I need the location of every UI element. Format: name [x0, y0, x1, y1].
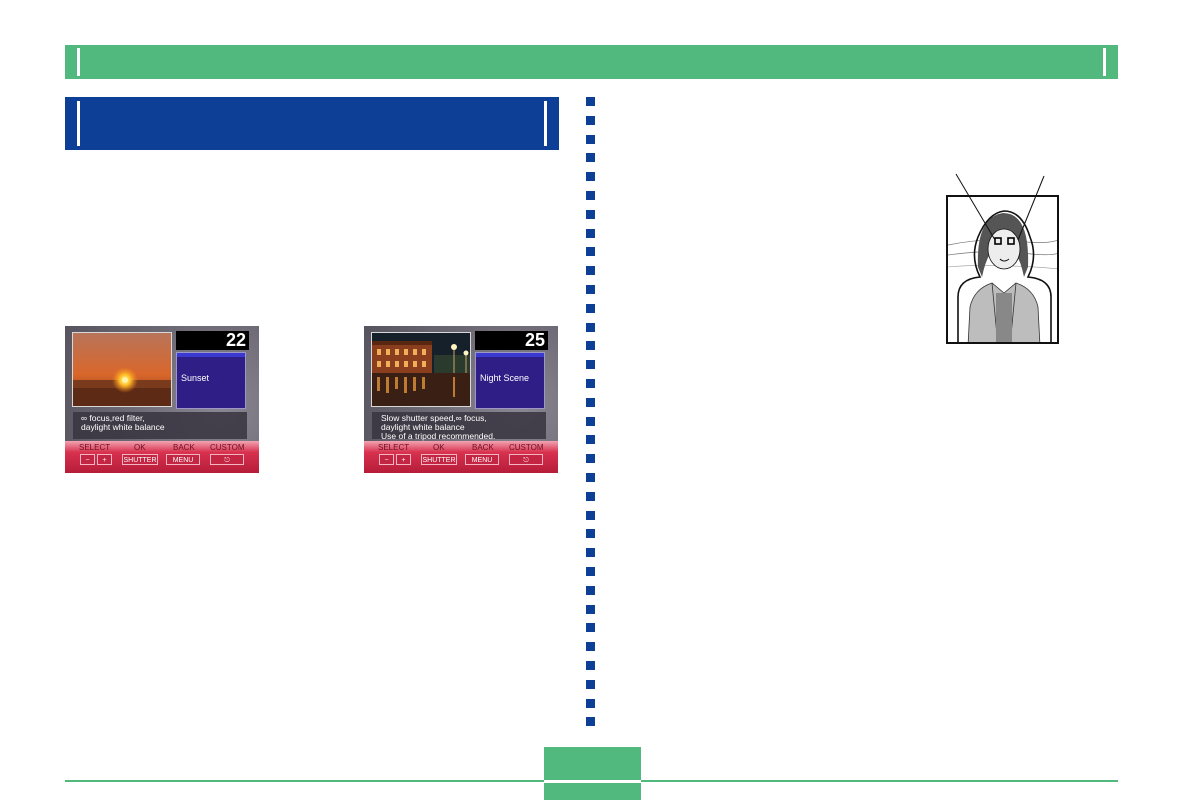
divider-dot — [586, 642, 595, 652]
divider-dot — [586, 585, 595, 595]
description-line: Use of a tripod recommended. — [381, 431, 496, 441]
night-scene-image — [372, 333, 470, 406]
divider-dot — [586, 698, 595, 708]
header-notch-right — [544, 101, 547, 146]
divider-dot — [586, 97, 595, 106]
description-line: daylight white balance — [381, 422, 465, 432]
shutter-key[interactable]: SHUTTER — [421, 454, 457, 465]
page-number-tab — [544, 747, 641, 800]
menu-key[interactable]: MENU — [465, 454, 499, 465]
column-divider — [586, 97, 596, 737]
divider-dot — [586, 360, 595, 370]
shot-counter: 22 — [176, 331, 249, 350]
sunset-image — [73, 333, 171, 406]
control-bar: SELECT OK BACK CUSTOM − + SHUTTER MENU ⎋ — [364, 441, 558, 473]
sunset-photo — [72, 332, 172, 407]
divider-dot — [586, 153, 595, 163]
header-notch-left — [77, 101, 80, 146]
divider-dot — [586, 397, 595, 407]
scene-description: Slow shutter speed,∞ focus, daylight whi… — [372, 412, 546, 441]
minus-key[interactable]: − — [379, 454, 394, 465]
label-custom: CUSTOM — [210, 443, 245, 452]
divider-dot — [586, 491, 595, 501]
description-line: ∞ focus,red filter, — [81, 413, 145, 423]
label-select: SELECT — [79, 443, 111, 452]
eye-pointer-lines — [955, 173, 1045, 241]
portrait-drawing — [948, 210, 1057, 342]
plus-key[interactable]: + — [396, 454, 411, 465]
description-line: daylight white balance — [81, 422, 165, 432]
scene-name: Night Scene — [475, 352, 545, 409]
custom-timer-icon[interactable]: ⎋ — [210, 454, 244, 465]
scene-description: ∞ focus,red filter, daylight white balan… — [73, 412, 247, 439]
divider-dot — [586, 717, 595, 727]
divider-dot — [586, 679, 595, 689]
plus-key[interactable]: + — [97, 454, 112, 465]
divider-dot — [586, 285, 595, 294]
divider-dot — [586, 416, 595, 426]
divider-dot — [586, 567, 595, 576]
divider-dot — [586, 247, 595, 257]
divider-dot — [586, 473, 595, 482]
divider-dot — [586, 661, 595, 670]
lcd-screen-sunset: 22 Sunset ∞ focus,red filter, daylight w… — [65, 326, 259, 473]
control-bar: SELECT OK BACK CUSTOM − + SHUTTER MENU ⎋ — [65, 441, 259, 473]
shutter-key[interactable]: SHUTTER — [122, 454, 158, 465]
label-custom: CUSTOM — [509, 443, 544, 452]
portrait-illustration — [946, 195, 1059, 344]
divider-dot — [586, 379, 595, 388]
divider-dot — [586, 341, 595, 351]
label-ok: OK — [433, 443, 445, 452]
banner-notch-right — [1103, 48, 1106, 76]
divider-dot — [586, 191, 595, 200]
lcd-screen-night-scene: 25 Night Scene Slow shutter speed,∞ focu… — [364, 326, 558, 473]
label-back: BACK — [472, 443, 494, 452]
top-banner — [65, 45, 1118, 79]
divider-dot — [586, 454, 595, 464]
divider-dot — [586, 134, 595, 144]
divider-dot — [586, 529, 595, 539]
divider-dot — [586, 228, 595, 238]
shot-counter: 25 — [475, 331, 548, 350]
menu-key[interactable]: MENU — [166, 454, 200, 465]
description-line: Slow shutter speed,∞ focus, — [381, 413, 487, 423]
divider-dot — [586, 172, 595, 182]
divider-dot — [586, 303, 595, 313]
divider-dot — [586, 548, 595, 558]
divider-dot — [586, 115, 595, 125]
divider-dot — [586, 604, 595, 614]
divider-dot — [586, 266, 595, 276]
divider-dot — [586, 209, 595, 219]
divider-dot — [586, 623, 595, 633]
banner-notch-left — [77, 48, 80, 76]
label-back: BACK — [173, 443, 195, 452]
divider-dot — [586, 322, 595, 332]
scene-name: Sunset — [176, 352, 246, 409]
divider-dot — [586, 510, 595, 520]
divider-dot — [586, 435, 595, 445]
page-tab-divider — [544, 780, 641, 783]
minus-key[interactable]: − — [80, 454, 95, 465]
section-header — [65, 97, 559, 150]
label-ok: OK — [134, 443, 146, 452]
night-photo — [371, 332, 471, 407]
custom-timer-icon[interactable]: ⎋ — [509, 454, 543, 465]
label-select: SELECT — [378, 443, 410, 452]
